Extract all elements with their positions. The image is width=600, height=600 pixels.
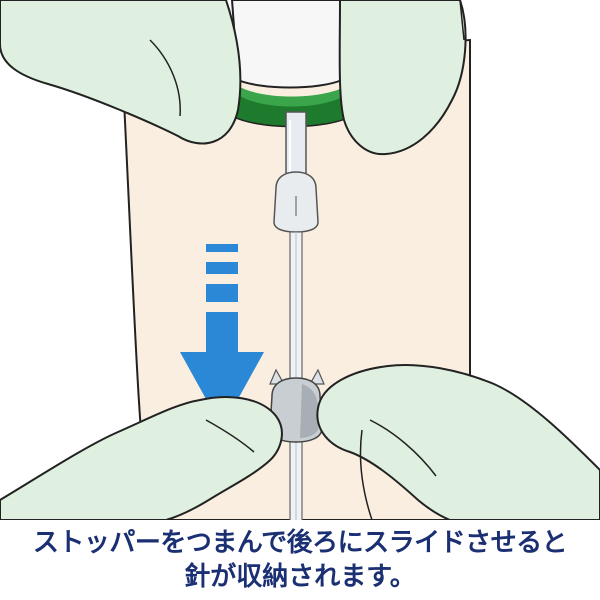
glove-lower-left-crease [205, 419, 255, 453]
stopper-wing-right [308, 368, 325, 385]
stopper-shading [300, 384, 318, 438]
instruction-caption: ストッパーをつまんで後ろにスライドさせると 針が収納されます。 [0, 520, 600, 600]
glove-lower-right-fold [359, 429, 373, 521]
down-arrow-icon [180, 244, 264, 428]
caption-line-1: ストッパーをつまんで後ろにスライドさせると [32, 528, 568, 558]
syringe-hub-rim [238, 86, 346, 107]
glove-lower-left [0, 396, 283, 521]
glove-lower-right [316, 363, 600, 521]
syringe-body [230, 0, 348, 89]
glove-upper-right [338, 0, 467, 156]
glove-lower-right-crease [369, 419, 437, 477]
caption-line-2: 針が収納されます。 [184, 562, 416, 592]
glove-upper-left-crease [149, 39, 181, 117]
glove-upper-right-edge [440, 0, 465, 41]
